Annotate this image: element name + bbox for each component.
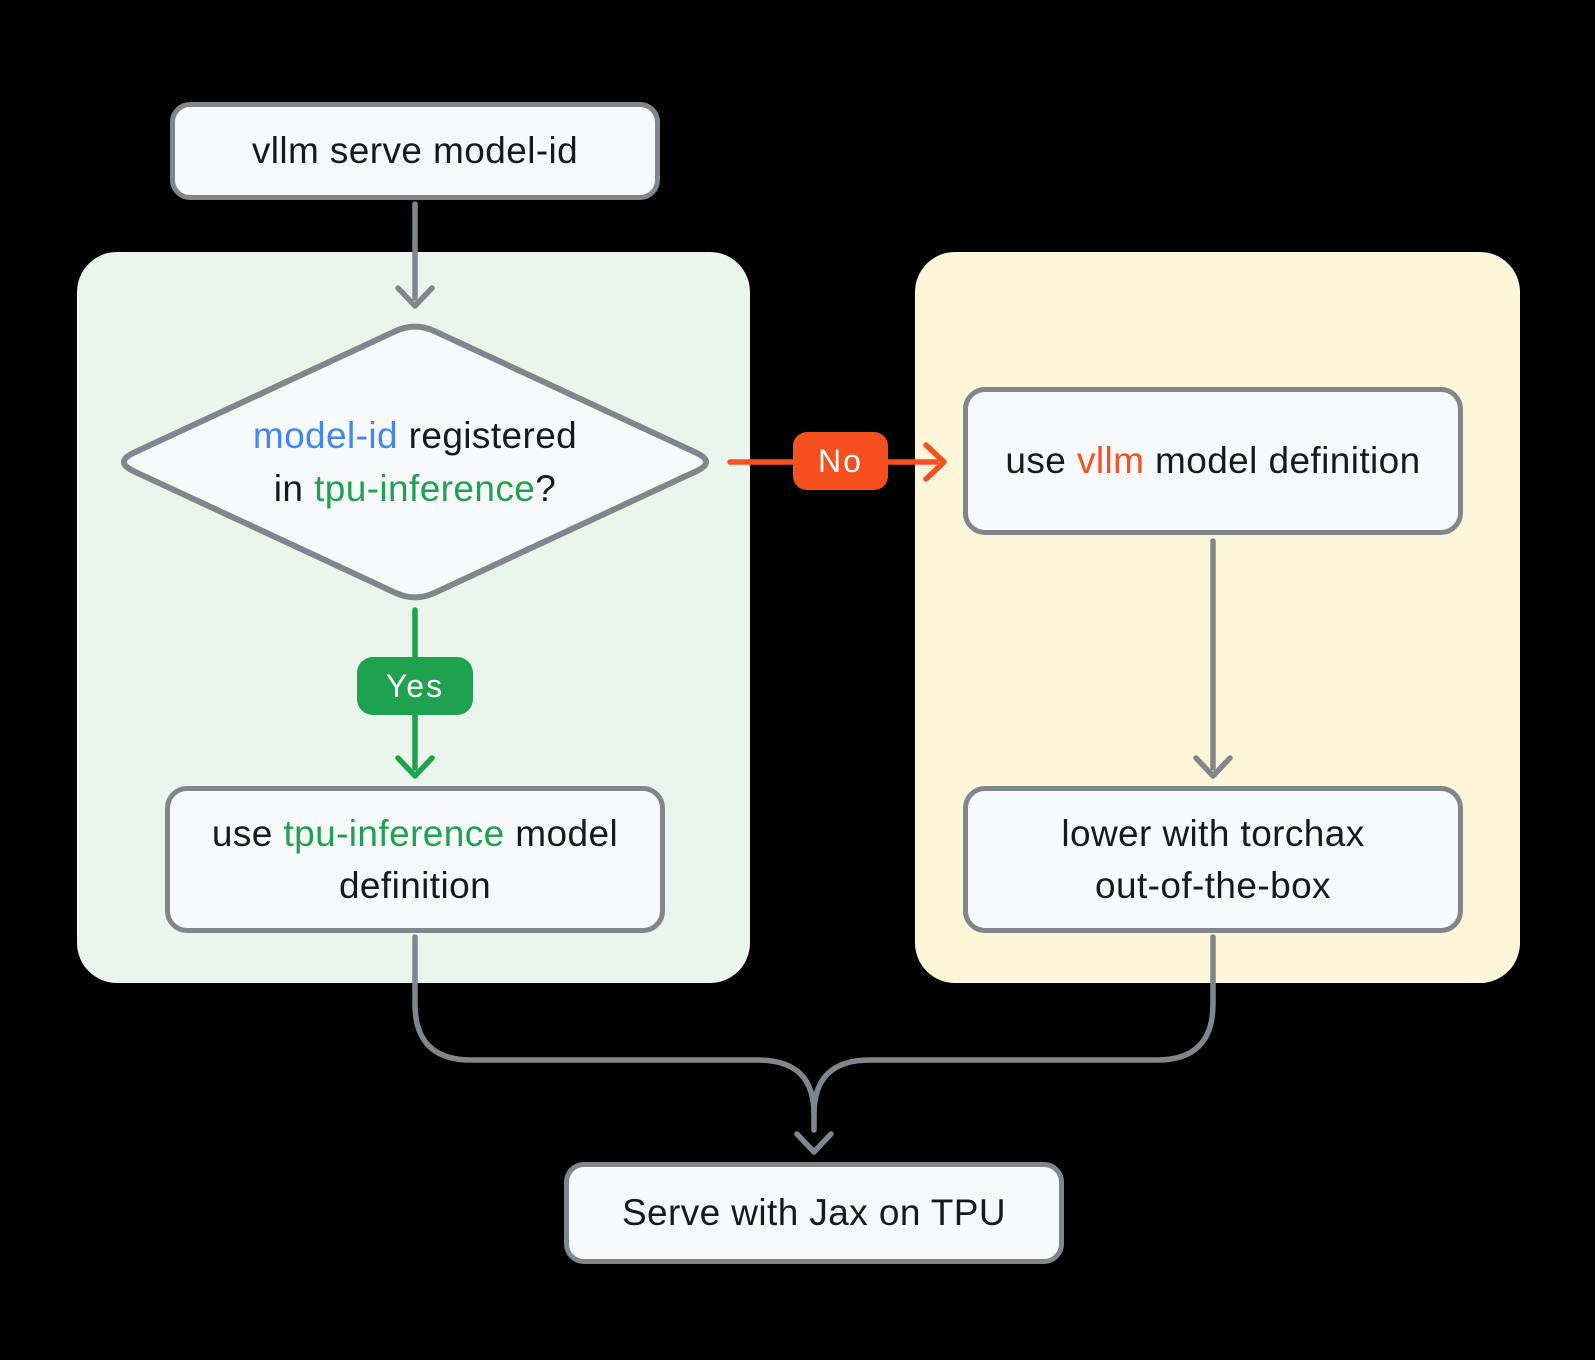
decision-diamond-shape — [121, 323, 709, 601]
yes-badge-label: Yes — [385, 667, 445, 704]
model-id-token: model-id — [252, 415, 398, 456]
serve-label: Serve with Jax on TPU — [621, 1192, 1007, 1233]
start-label: vllm serve model-id — [251, 130, 579, 171]
torchax-text: lower with torchax out-of-the-box — [1061, 812, 1365, 906]
node-decision-label: model-id registered in tpu-inference? — [165, 395, 665, 529]
no-badge-label: No — [818, 442, 863, 479]
chevron-down-icon — [1193, 755, 1233, 779]
chevron-down-icon — [395, 285, 435, 309]
use-tpu-inference-text: use tpu-inference model definition — [211, 812, 619, 906]
node-use-vllm: use vllm model definition — [963, 387, 1463, 535]
arrow-start-to-decision — [395, 201, 435, 309]
no-badge: No — [793, 432, 888, 490]
chevron-right-icon — [923, 442, 947, 482]
tpu-inference-token: tpu-inference — [283, 812, 505, 854]
node-start: vllm serve model-id — [170, 102, 660, 200]
use-vllm-text: use vllm model definition — [1005, 440, 1421, 481]
yes-badge: Yes — [357, 657, 473, 715]
node-use-tpu-inference: use tpu-inference model definition — [165, 786, 665, 933]
node-torchax: lower with torchax out-of-the-box — [963, 786, 1463, 933]
chevron-down-icon — [794, 1131, 834, 1155]
arrow-vllm-to-torchax — [1193, 538, 1233, 779]
node-serve: Serve with Jax on TPU — [564, 1162, 1064, 1264]
vllm-token: vllm — [1076, 440, 1145, 481]
arrow-merge-to-serve — [412, 934, 1216, 1155]
chevron-down-icon — [395, 755, 435, 779]
decision-text: model-id registered in tpu-inference? — [252, 415, 578, 509]
tpu-inference-token: tpu-inference — [314, 468, 536, 509]
